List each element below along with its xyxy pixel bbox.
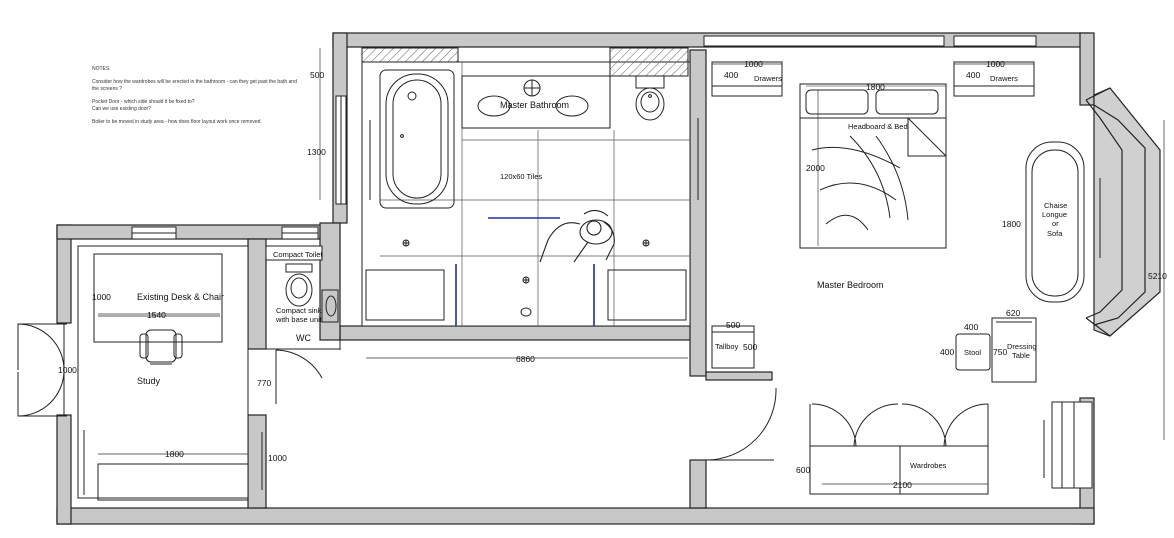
label-master-bathroom: Master Bathroom [500, 100, 569, 110]
dim-bath-500: 500 [310, 70, 324, 80]
person-figure [539, 209, 615, 263]
note-line: Boiler to be moved in study area - how d… [92, 119, 262, 125]
label-master-bedroom: Master Bedroom [817, 280, 884, 290]
drain-marks [402, 239, 650, 284]
label-headboard: Headboard & Bed [848, 122, 908, 131]
label-compact-sink-2: with base unit [275, 315, 323, 324]
dim-wardrobe-600: 600 [796, 465, 810, 475]
label-or: or [1052, 219, 1059, 228]
dim-hall-6860: 6860 [516, 354, 535, 364]
notes-heading: NOTES: [92, 66, 111, 72]
label-drawers-left: Drawers [754, 74, 782, 83]
dim-stool-400w: 400 [964, 322, 978, 332]
note-line: the screens ? [92, 86, 123, 92]
window-right-lower [1051, 401, 1093, 489]
study-room [17, 245, 263, 501]
label-longue: Longue [1042, 210, 1067, 219]
windows [131, 35, 1037, 240]
dim-study-door-1000: 1000 [58, 365, 77, 375]
label-tallboy: Tallboy [715, 342, 739, 351]
note-line: Can we use existing door? [92, 106, 151, 112]
notes-block: NOTES: Consider how the wardrobes will b… [92, 66, 312, 126]
dim-desk-1000: 1000 [92, 292, 111, 302]
dim-wc-770: 770 [257, 378, 271, 388]
label-desk: Existing Desk & Chair [137, 292, 224, 302]
label-table: Table [1012, 351, 1030, 360]
labels: Master Bathroom 120x60 Tiles Compact Toi… [58, 59, 1167, 490]
dim-wardrobe-2100: 2100 [893, 480, 912, 490]
label-tiles: 120x60 Tiles [500, 172, 542, 181]
dim-hall-1000: 1000 [268, 453, 287, 463]
master-bedroom [711, 61, 1101, 495]
label-drawers-right: Drawers [990, 74, 1018, 83]
dim-bed-1800: 1800 [866, 82, 885, 92]
dim-chaise-1800: 1800 [1002, 219, 1021, 229]
dim-drawers-r-1000: 1000 [986, 59, 1005, 69]
dim-stool-400h: 400 [940, 347, 954, 357]
label-wc: WC [296, 333, 311, 343]
wc-room [265, 245, 339, 404]
label-compact-sink: Compact sink [276, 306, 322, 315]
dim-tallboy-500w: 500 [726, 320, 740, 330]
dim-tallboy-500h: 500 [743, 342, 757, 352]
dim-desk-1540: 1540 [147, 310, 166, 320]
dim-table-750: 750 [993, 347, 1007, 357]
dim-bed-2000: 2000 [806, 163, 825, 173]
bay-window [1085, 87, 1161, 337]
hall [266, 340, 777, 461]
label-dressing: Dressing [1007, 342, 1037, 351]
dimension-lines [98, 48, 1165, 485]
dim-bath-1300: 1300 [307, 147, 326, 157]
note-line: Consider how the wardrobes will be erect… [92, 79, 297, 85]
dim-room-5210: 5210 [1148, 271, 1167, 281]
dim-drawers-l-400: 400 [724, 70, 738, 80]
dim-drawers-r-400: 400 [966, 70, 980, 80]
note-line: Pocket Door - which side should it be fi… [92, 99, 195, 105]
label-wardrobes: Wardrobes [910, 461, 947, 470]
label-stool: Stool [964, 348, 981, 357]
dim-study-1800: 1800 [165, 449, 184, 459]
label-chaise: Chaise [1044, 201, 1067, 210]
label-compact-toilet: Compact Toilet [273, 250, 323, 259]
label-study: Study [137, 376, 161, 386]
master-bathroom [361, 47, 699, 327]
label-sofa: Sofa [1047, 229, 1063, 238]
dim-table-620: 620 [1006, 308, 1020, 318]
dim-drawers-l-1000: 1000 [744, 59, 763, 69]
